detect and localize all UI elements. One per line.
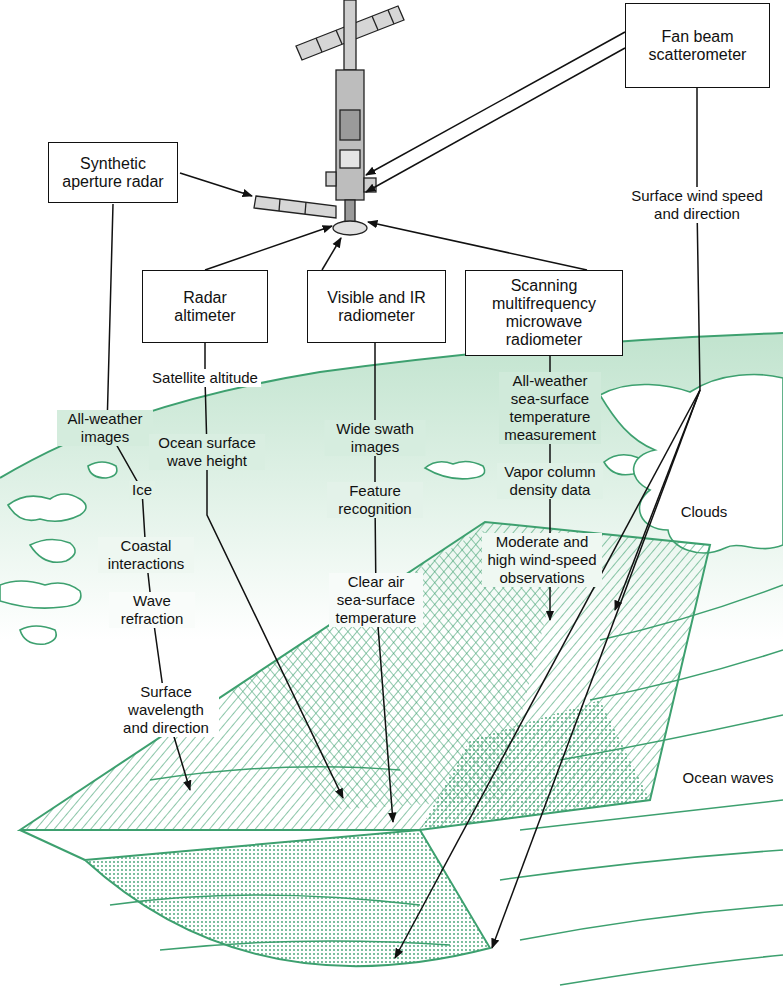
annotation-label: All-weather sea-surface temperature meas… (499, 372, 601, 444)
pointer-arrow (366, 32, 625, 175)
leader-line (697, 88, 700, 390)
annotation-label: Ocean waves (680, 769, 777, 787)
annotation-label: Ocean surface wave height (149, 434, 265, 470)
annotation-label: Feature recognition (327, 482, 423, 518)
wave-line (500, 850, 783, 880)
panel-grid (305, 202, 306, 214)
wave-line (590, 650, 783, 700)
pointer-arrow (368, 222, 587, 270)
annotation-label: Coastal interactions (98, 537, 194, 573)
cloud (30, 539, 75, 562)
wave-line (560, 715, 783, 760)
instrument-name: Scanning multifrequency microwave radiom… (474, 277, 614, 349)
instrument-box: Scanning multifrequency microwave radiom… (465, 270, 623, 356)
wave-line (520, 905, 783, 940)
cloud (88, 462, 117, 478)
cloud (0, 581, 81, 608)
pointer-arrow (322, 238, 341, 270)
instrument-box: Fan beam scatterometer (625, 3, 770, 88)
wave-line (110, 895, 420, 905)
pointer-arrow (366, 48, 625, 192)
hatched-swath (20, 522, 710, 830)
wave-line (560, 955, 783, 985)
satellite (254, 0, 404, 235)
swath-edge (20, 830, 85, 860)
panel-grid (336, 30, 342, 44)
instrument-pod (326, 172, 336, 186)
cloud (425, 461, 485, 478)
instrument-name: Radar altimeter (160, 289, 250, 325)
stippled-swath (85, 830, 490, 966)
panel-grid (316, 38, 322, 52)
radar-panel (254, 196, 336, 218)
stippled-swath (420, 700, 650, 830)
sensor-swaths (20, 522, 710, 966)
instrument-name: Fan beam scatterometer (638, 28, 758, 64)
satellite-body (336, 70, 364, 200)
earth-surface (0, 333, 783, 990)
satellite-module (340, 110, 360, 140)
ocean-waves (110, 585, 783, 985)
instrument-box: Visible and IR radiometer (307, 270, 446, 343)
cloud (20, 626, 56, 644)
instrument-arrows (180, 32, 625, 270)
panel-grid (372, 16, 378, 30)
wave-line (520, 800, 783, 830)
annotation-label: Vapor column density data (497, 463, 603, 499)
instrument-name: Visible and IR radiometer (317, 289, 437, 325)
leader-line (205, 343, 343, 798)
wave-line (160, 941, 450, 950)
antenna-dish (333, 221, 367, 235)
leader-line (395, 390, 700, 958)
annotation-label: Clear air sea-surface temperature (329, 573, 423, 627)
instrument-name: Synthetic aperture radar (56, 155, 170, 191)
annotation-label: Clouds (678, 503, 731, 521)
satellite-mast (344, 0, 356, 70)
annotation-label: Moderate and high wind-speed observation… (482, 533, 602, 587)
instrument-box: Synthetic aperture radar (48, 142, 178, 203)
annotation-label: Surface wind speed and direction (624, 187, 770, 223)
antenna-mount (345, 200, 355, 222)
wave-line (600, 585, 783, 640)
leader-lines (107, 88, 700, 958)
panel-grid (388, 10, 394, 24)
cloud (8, 494, 86, 521)
panel-grid (279, 199, 280, 211)
wave-line (150, 767, 400, 780)
pointer-arrow (205, 226, 332, 270)
satellite-module (340, 150, 360, 168)
leader-line (492, 390, 700, 948)
annotation-label: Wave refraction (109, 592, 195, 628)
annotation-label: Surface wavelength and direction (113, 683, 219, 737)
pointer-arrow (180, 173, 252, 196)
annotation-label: Satellite altitude (149, 369, 261, 387)
annotation-label: Wide swath images (325, 420, 426, 456)
annotation-label: Ice (129, 481, 155, 499)
instrument-box: Radar altimeter (142, 270, 268, 343)
annotation-label: All-weather images (57, 410, 153, 446)
